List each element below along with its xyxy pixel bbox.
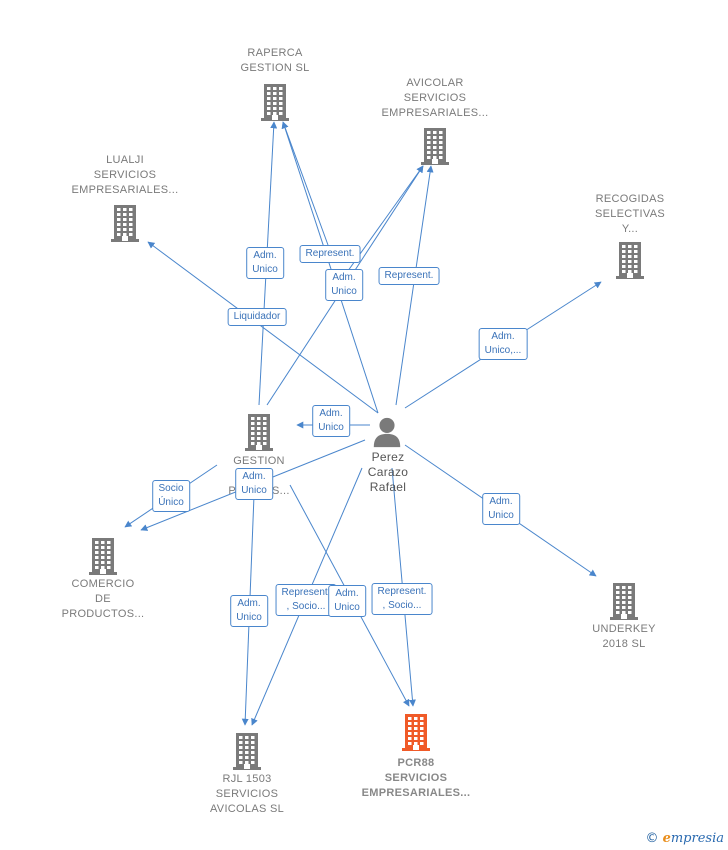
brand-logo: empresia — [662, 831, 724, 846]
company-label: PCR88 SERVICIOS EMPRESARIALES... — [361, 757, 471, 799]
edge-label[interactable]: Socio Único — [152, 480, 190, 512]
edge-label[interactable]: Adm. Unico — [482, 493, 520, 525]
edge-label[interactable]: Adm. Unico — [246, 247, 284, 279]
building-icon — [258, 82, 292, 122]
edge-label[interactable]: Liquidador — [227, 308, 287, 326]
copyright-symbol: © — [645, 831, 659, 846]
edge-label[interactable]: Represent. , Socio... — [371, 583, 433, 615]
company-label: RJL 1503 SERVICIOS AVICOLAS SL — [209, 773, 285, 815]
building-icon — [86, 536, 120, 576]
company-label: LUALJI SERVICIOS EMPRESARIALES... — [71, 154, 179, 196]
edge-label[interactable]: Represent. , Socio... — [275, 584, 337, 616]
person-icon — [373, 417, 401, 448]
edge-gestion-raperca-2 — [281, 121, 329, 246]
edge-label[interactable]: Adm. Unico — [312, 405, 350, 437]
company-label: UNDERKEY 2018 SL — [592, 623, 656, 650]
edge-person-raperca — [281, 121, 379, 414]
edge-label[interactable]: Adm. Unico,... — [478, 328, 528, 360]
copyright: © empresia — [645, 831, 724, 846]
building-icon — [399, 712, 433, 752]
edge-label[interactable]: Represent. — [378, 267, 440, 285]
building-icon — [613, 240, 647, 280]
edge-label[interactable]: Adm. Unico — [328, 585, 366, 617]
edge-label[interactable]: Adm. Unico — [325, 269, 363, 301]
building-icon — [108, 203, 142, 243]
person-node[interactable]: Perez Carazo Rafael — [368, 412, 408, 494]
person-label: Perez Carazo Rafael — [367, 450, 409, 494]
edge-label[interactable]: Represent. — [299, 245, 361, 263]
edge-person-avicolar — [395, 165, 434, 406]
building-icon — [418, 126, 452, 166]
company-label: COMERCIO DE PRODUCTOS... — [61, 578, 145, 620]
company-label: AVICOLAR SERVICIOS EMPRESARIALES... — [381, 77, 489, 119]
edge-label[interactable]: Adm. Unico — [230, 595, 268, 627]
company-label: RECOGIDAS SELECTIVAS Y... — [594, 193, 666, 235]
company-label: RAPERCA GESTION SL — [240, 47, 310, 74]
edge-label[interactable]: Adm. Unico — [235, 468, 273, 500]
building-icon — [607, 581, 641, 621]
edge-person-lualji — [147, 241, 379, 414]
building-icon — [242, 412, 276, 452]
building-icon — [230, 731, 264, 771]
